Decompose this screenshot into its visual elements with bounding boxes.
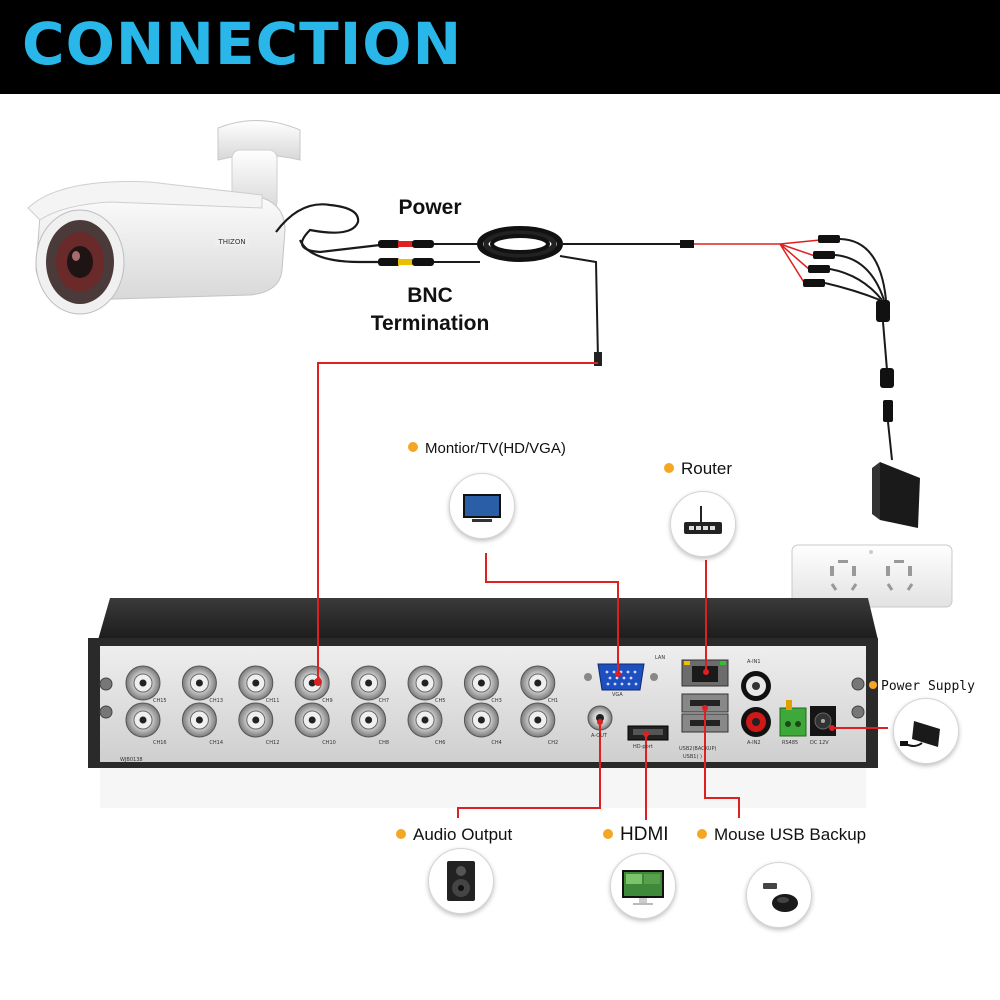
port-rs485-label: RS485	[782, 740, 799, 746]
channel-label: CH12	[265, 740, 280, 746]
port-dc12v-label: DC 12V	[810, 740, 829, 746]
port-lan-label: LAN	[655, 655, 666, 661]
channel-label: CH13	[209, 698, 224, 704]
port-ain1-label: A-IN1	[747, 659, 761, 665]
hdmi-monitor-icon	[610, 853, 676, 919]
port-vga-label: VGA	[612, 692, 623, 698]
dvr-model: WJB0138	[120, 757, 143, 763]
channel-label: CH16	[153, 740, 167, 746]
monitor-label: Montior/TV(HD/VGA)	[408, 440, 566, 457]
channel-label: CH6	[435, 740, 446, 746]
channel-label: CH9	[322, 698, 333, 704]
port-usb1-label: USB1( )	[683, 754, 702, 760]
mouse-usb-label: Mouse USB Backup	[697, 825, 866, 845]
camera-brand: THIZON	[217, 238, 245, 246]
bullet-icon	[603, 829, 613, 839]
channel-label: CH11	[265, 698, 280, 704]
channel-label: CH2	[547, 740, 559, 746]
cable-connectors	[378, 226, 920, 528]
channel-label: CH14	[209, 740, 224, 746]
bnc-label-line2: Termination	[370, 312, 490, 335]
port-hdmi-label: HD-port	[633, 744, 653, 750]
wire-endpoints	[314, 669, 835, 737]
dvr-recorder	[88, 598, 878, 808]
header-bar: CONNECTION	[0, 0, 1000, 94]
channel-label: CH3	[491, 698, 502, 704]
port-ain2-label: A-IN2	[747, 740, 761, 746]
channel-label: CH4	[491, 740, 502, 746]
bullet-icon	[869, 681, 877, 689]
channel-label: CH1	[547, 698, 559, 704]
bullet-icon	[408, 442, 418, 452]
bullet-icon	[664, 463, 674, 473]
channel-label: CH10	[322, 740, 336, 746]
bullet-icon	[396, 829, 406, 839]
port-aout-label: A-OUT	[591, 733, 607, 739]
power-label: Power	[398, 196, 462, 219]
page-title: CONNECTION	[22, 10, 463, 78]
router-label: Router	[664, 459, 732, 479]
bullet-icon	[697, 829, 707, 839]
channel-label: CH7	[378, 698, 390, 704]
camera: THIZON	[27, 120, 381, 315]
bnc-label-line1: BNC	[407, 284, 453, 307]
channel-label: CH15	[153, 698, 167, 704]
power-supply-label: Power Supply	[869, 679, 975, 694]
audio-output-label: Audio Output	[396, 825, 512, 845]
port-usb2-label: USB2(BACKUP)	[679, 746, 717, 752]
connection-wires	[317, 362, 888, 820]
channel-label: CH8	[378, 740, 390, 746]
speaker-icon	[428, 848, 494, 914]
power-outlet	[791, 544, 953, 608]
mouse-icon	[746, 862, 812, 928]
router-icon	[670, 491, 736, 557]
monitor-icon	[449, 473, 515, 539]
power-adapter-icon	[893, 698, 959, 764]
channel-label: CH5	[435, 698, 446, 704]
hdmi-label: HDMI	[603, 824, 669, 846]
